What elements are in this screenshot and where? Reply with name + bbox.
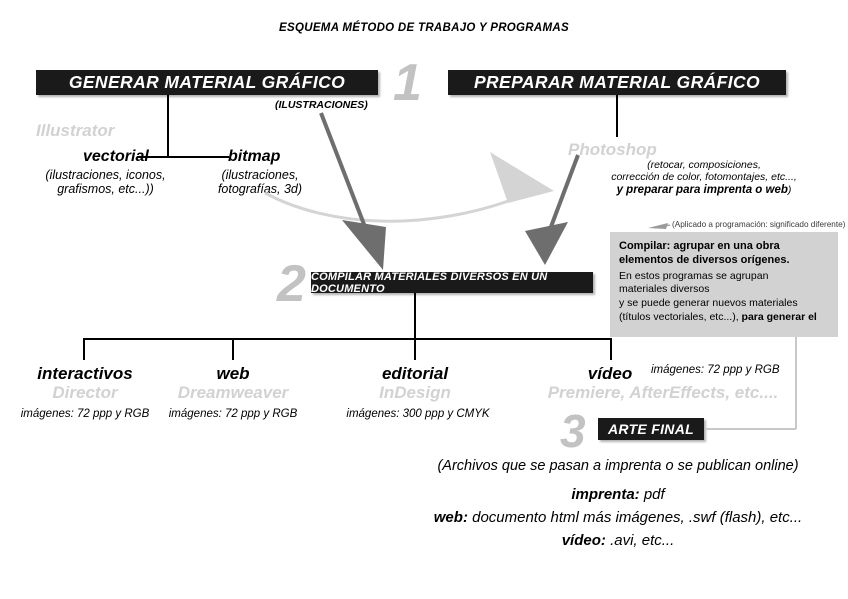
final-paren-text: (Archivos que se pasan a imprenta o se p… [437,458,799,474]
callout-line4-bold: para generar el [741,311,817,324]
app-label-illustrator: Illustrator [36,121,115,140]
desc-bitmap: (ilustraciones, fotografías, 3d) [217,168,303,196]
branch-app-indesign: InDesign [379,383,451,402]
final-value-video: .avi, etc... [605,532,675,549]
callout-compilar-definition: Compilar: agrupar en una obra elementos … [610,232,838,337]
page-title: ESQUEMA MÉTODO DE TRABAJO Y PROGRAMAS [279,22,569,34]
tree-drop-interactivos [83,338,85,360]
final-label-imprenta: imprenta: [571,486,640,503]
desc-photoshop-line1: (retocar, composiciones, [647,159,761,171]
desc-photoshop: (retocar, composiciones, corrección de c… [578,159,830,196]
branch-app-director: Director [52,383,118,402]
final-value-imprenta: pdf [639,486,665,503]
connector-compilar-vertical [414,293,416,339]
final-item-imprenta: imprenta: pdf [398,486,838,503]
connector-generar-vertical [167,95,169,157]
callout-line3: y se puede generar nuevos materiales [619,297,798,310]
final-value-web: documento html más imágenes, .swf (flash… [467,509,803,526]
line-note-pointer [654,224,671,229]
banner-arte-final: ARTE FINAL [598,418,704,440]
banner-generar-material-grafico: GENERAR MATERIAL GRÁFICO [36,70,378,95]
desc-photoshop-line3-tail: ) [787,183,792,196]
arrow-shaft-ilustraciones-to-compilar [319,112,374,246]
step-number-2: 2 [277,255,306,313]
final-item-web: web: documento html más imágenes, .swf (… [398,509,838,526]
branch-resolution-interactivos: imágenes: 72 ppp y RGB [20,408,150,420]
branch-app-dreamweaver: Dreamweaver [177,383,289,402]
tree-drop-web [232,338,234,360]
category-label-vectorial: vectorial [83,148,149,165]
step-number-1: 1 [393,54,422,112]
arrowhead-dark-left [342,220,386,270]
banner-preparar-material-grafico: PREPARAR MATERIAL GRÁFICO [448,70,786,95]
desc-photoshop-line2: corrección de color, fotomontajes, etc..… [611,170,797,183]
branch-category-editorial: editorial [381,364,449,383]
arrowhead-light-photoshop [490,152,554,203]
callout-heading: Compilar: agrupar en una obra elementos … [619,240,790,266]
branch-resolution-video: imágenes: 72 ppp y RGB [651,364,780,376]
desc-photoshop-line3-bold: y preparar para imprenta o web [616,183,788,196]
step-number-3: 3 [560,405,586,457]
curve-bitmap-to-photoshop [264,191,523,223]
category-label-bitmap: bitmap [228,148,281,165]
desc-vectorial: (ilustraciones, iconos, grafismos, etc..… [45,168,166,196]
final-label-web: web: [433,509,468,526]
arrowhead-dark-right [525,222,568,265]
branch-category-interactivos: interactivos [37,364,133,383]
branch-resolution-web: imágenes: 72 ppp y RGB [168,408,298,420]
note-aplicado-programacion: (Aplicado a programación: significado di… [672,220,846,229]
final-item-video: vídeo: .avi, etc... [398,532,838,549]
app-label-photoshop: Photoshop [568,140,657,159]
arrowhead-note-pointer [648,223,668,229]
callout-line2: materiales diversos [619,283,710,296]
tree-drop-editorial [414,338,416,360]
callout-line1: En estos programas se agrupan [619,269,769,282]
tree-horizontal-bar [83,338,612,340]
banner-compilar-materiales: COMPILAR MATERIALES DIVERSOS EN UN DOCUM… [311,271,593,295]
branch-app-premiere: Premiere, AfterEffects, etc.... [547,383,779,402]
label-ilustraciones: (ILUSTRACIONES) [275,99,368,111]
branch-resolution-editorial: imágenes: 300 ppp y CMYK [346,408,490,420]
branch-category-video: vídeo [587,364,633,383]
callout-line4: (títulos vectoriales, etc...), [619,311,739,324]
branch-category-web: web [216,364,250,383]
final-label-video: vídeo: [561,532,606,549]
tree-drop-video [610,338,612,360]
connector-vectorial-bitmap-horizontal [137,156,229,158]
link-callout-vertical [795,337,797,429]
connector-preparar-vertical [616,95,618,137]
link-callout-horizontal-to-arte-final [706,428,796,430]
